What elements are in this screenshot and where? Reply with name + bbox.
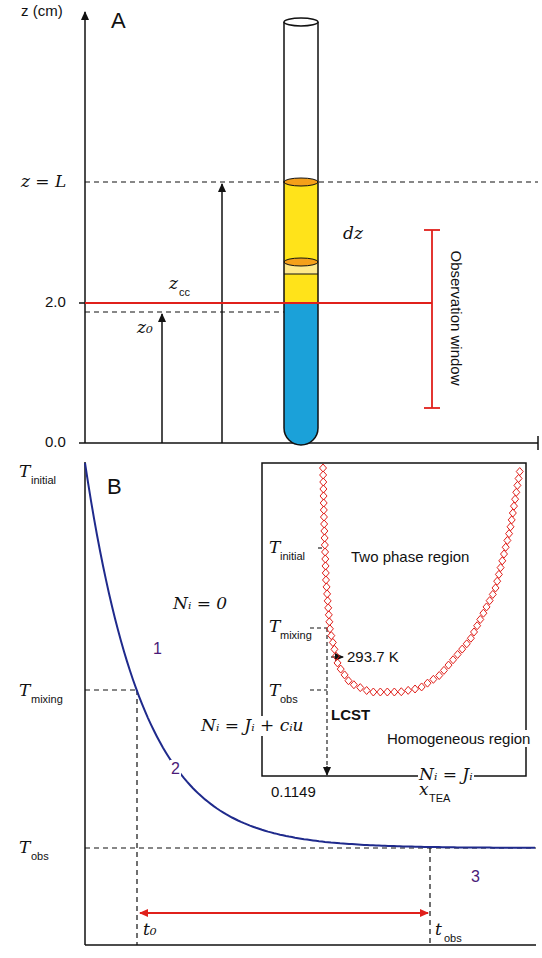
data-point (324, 597, 331, 605)
panel-b-axes (85, 462, 536, 945)
temperature-curve (85, 463, 535, 848)
data-point (325, 611, 332, 619)
subscript: obs (30, 850, 50, 863)
data-point (329, 638, 336, 646)
data-point (363, 686, 370, 694)
axis-text: Two phase region (350, 548, 470, 565)
math-label: z (168, 274, 179, 294)
data-point (445, 661, 452, 669)
data-point (377, 688, 384, 696)
data-point (384, 688, 391, 696)
data-point (512, 495, 519, 503)
data-point (322, 576, 329, 584)
data-point (502, 543, 509, 551)
data-point (499, 557, 506, 565)
axis-text: LCST (330, 706, 371, 723)
subscript: initial (30, 474, 57, 487)
subscript: obs (279, 693, 299, 706)
data-point (494, 577, 501, 585)
data-point (370, 688, 377, 696)
axis-text: 2.0 (44, 293, 67, 310)
data-point (506, 530, 513, 538)
data-point (424, 679, 431, 687)
dashed-guides (85, 182, 538, 312)
observation-marker (85, 230, 440, 408)
math-label: T (268, 538, 281, 558)
math-label: Nᵢ = 0 (172, 594, 228, 614)
data-point (450, 656, 457, 664)
math-label: z₀ (136, 318, 154, 338)
data-point (500, 550, 507, 558)
data-point (454, 650, 461, 658)
data-point (332, 652, 339, 660)
math-label: T (268, 681, 281, 701)
data-point (510, 502, 517, 510)
data-point (507, 523, 514, 531)
phase-data-points (320, 464, 524, 696)
data-point (504, 536, 511, 544)
data-point (513, 488, 520, 496)
axis-text: Homogeneous region (386, 730, 531, 747)
data-point (398, 688, 405, 696)
data-point (325, 604, 332, 612)
data-point (324, 590, 331, 598)
subscript: mixing (30, 693, 64, 706)
data-point (430, 675, 437, 683)
panel-letter: A (110, 8, 127, 33)
time-span-arrow (140, 912, 428, 914)
math-label: z = L (20, 172, 67, 192)
data-point (492, 584, 499, 592)
math-label: t (434, 920, 443, 940)
data-point (391, 688, 398, 696)
data-point (405, 686, 412, 694)
panel-letter: B (106, 474, 123, 499)
math-label: dz (342, 224, 364, 244)
data-point (326, 625, 333, 633)
data-point (508, 516, 515, 524)
subscript: TEA (428, 792, 451, 805)
data-point (328, 632, 335, 640)
data-point (509, 509, 516, 517)
region-number: 2 (170, 760, 181, 778)
panel-a-axes (79, 12, 538, 450)
math-label: T (268, 617, 281, 637)
data-point (516, 468, 523, 476)
math-label: T (18, 681, 31, 701)
axis-text: 0.0 (44, 433, 67, 450)
data-point (497, 564, 504, 572)
data-point (436, 672, 443, 680)
math-label: T (18, 838, 31, 858)
inset-arrow (326, 766, 327, 775)
math-label: Nᵢ = Jᵢ + cᵢu (200, 716, 305, 736)
subscript: mixing (279, 629, 313, 642)
data-point (331, 645, 338, 653)
subscript: obs (443, 932, 463, 945)
subscript: cc (178, 286, 191, 299)
data-point (418, 683, 425, 691)
inset-guides (310, 548, 327, 768)
math-label: t₀ (142, 920, 158, 940)
subscript: initial (279, 550, 306, 563)
math-label: T (18, 462, 31, 482)
math-label: x (418, 780, 430, 800)
region-number: 3 (470, 868, 481, 886)
data-point (514, 481, 521, 489)
height-arrows (162, 184, 222, 443)
region-number: 1 (152, 640, 163, 658)
data-point (440, 666, 447, 674)
axis-text: z (cm) (20, 2, 64, 19)
data-point (495, 570, 502, 578)
data-point (459, 645, 466, 653)
data-point (326, 618, 333, 626)
data-point (323, 583, 330, 591)
window-label: Observation window (447, 249, 464, 386)
data-point (515, 474, 522, 482)
test-tube (284, 18, 318, 445)
axis-text: 0.1149 (270, 783, 317, 800)
axis-text: 293.7 K (346, 648, 400, 665)
data-point (412, 685, 419, 693)
